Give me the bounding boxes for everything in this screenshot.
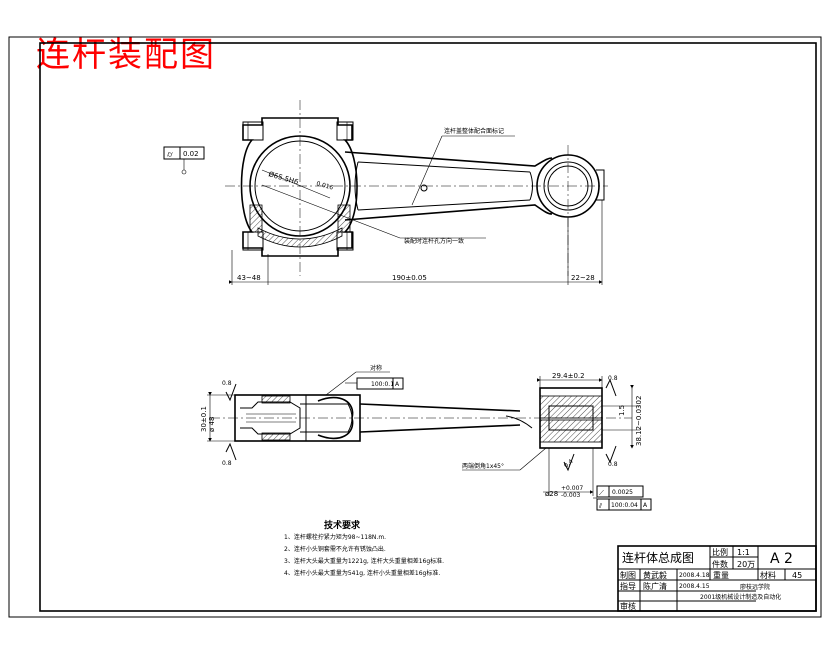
requirement-item-2: 2、连杆小头铜套需不允许有锈蚀凸出.: [284, 545, 386, 553]
tb-drawing-name: 连杆体总成图: [622, 550, 694, 565]
rough-left-bottom: 0.8: [222, 460, 232, 467]
tol-parallel-value: 0.0025: [612, 489, 633, 496]
tol-parallel2-ref: A: [643, 502, 648, 509]
dim-small-bore: ø28: [545, 490, 558, 498]
outer-frame: [8, 36, 822, 618]
side-note-top: 对称: [370, 364, 382, 372]
tol-parallel2-value: 100:0.04: [611, 502, 638, 509]
tb-weight-label: 重量: [713, 570, 729, 580]
tb-sheet: A 2: [770, 551, 793, 567]
dim-right-h2: 38.12~0.0302: [635, 396, 643, 446]
tb-drawn-name: 黄武毅: [643, 570, 667, 580]
rough-left-top: 0.8: [222, 380, 232, 387]
requirement-item-1: 1、连杆螺栓拧紧力矩为98~118N.m.: [284, 533, 386, 541]
bore-diameter-dim: Ø65.5H6: [267, 170, 299, 186]
dim-right-top: 22~28: [571, 274, 595, 282]
tb-approve-label: 审核: [620, 601, 636, 611]
inner-frame: [39, 42, 817, 612]
dim-left-top: 43~48: [237, 274, 261, 282]
tb-project: 2001级机械设计制造及自动化: [700, 593, 781, 601]
requirements-title: 技术要求: [324, 519, 361, 531]
bore-diameter-tol: 0.016: [315, 180, 334, 192]
dim-small-bore-tol-up: +0.007: [561, 485, 583, 492]
geo-tol-symbol: ⌭: [167, 150, 173, 159]
dim-left-height2: ø 48: [208, 417, 216, 432]
tb-scale-label: 比例: [712, 547, 728, 557]
top-note-bolt: 装配时连杆孔方向一致: [404, 237, 464, 245]
datum-box-value: 100:0.1: [371, 381, 394, 388]
svg-text:⟋: ⟋: [599, 489, 604, 497]
dim-right-h1: 1.5: [618, 405, 626, 416]
tb-check-date: 2008.4.15: [679, 583, 710, 590]
rough-right-top: 0.8: [608, 375, 618, 382]
tb-check-name: 陈广清: [643, 581, 667, 591]
requirement-item-4: 4、连杆小头最大重量为541g, 连杆小头重量相差16g标准.: [284, 569, 440, 577]
tb-check-label: 指导: [620, 581, 636, 591]
tb-qty-value: 20万: [737, 560, 755, 569]
requirement-item-3: 3、连杆大头最大重量为1221g, 连杆大头重量相差16g标准.: [284, 557, 444, 565]
side-note-chamfer: 两端倒角1x45°: [462, 462, 504, 470]
tb-material-label: 材料: [760, 570, 776, 580]
geo-tol-value: 0.02: [183, 150, 199, 158]
svg-text:⫽: ⫽: [598, 502, 603, 510]
datum-box-ref: A: [395, 381, 400, 388]
tb-drawn-label: 制图: [620, 570, 636, 580]
top-view: 连杆盖整体配合面标记 装配时连杆孔方向一致 Ø65.5H6 0.016 ⌭ 0.…: [163, 100, 608, 285]
tb-qty-label: 件数: [712, 559, 728, 569]
technical-requirements: 技术要求 1、连杆螺栓拧紧力矩为98~118N.m. 2、连杆小头铜套需不允许有…: [284, 519, 444, 577]
dim-small-bore-tol-dn: -0.003: [561, 492, 581, 499]
tb-school: 廖枝远学院: [740, 583, 770, 591]
dim-center-top: 190±0.05: [392, 274, 427, 282]
rough-right-bottom: 0.8: [608, 461, 618, 468]
tb-drawn-date: 2008.4.18: [679, 572, 710, 579]
dim-left-height: 30±0.1: [200, 406, 208, 432]
tb-material-value: 45: [792, 571, 802, 580]
side-view: 0.8 0.8 0.8 0.8 0.4 30±0.1 ø 48 对称 100:0…: [200, 364, 652, 511]
dim-pin-width: 29.4±0.2: [552, 372, 585, 380]
title-block: 连杆体总成图 比例 1:1 件数 20万 A 2 制图 黄武毅 2008.4.1…: [617, 545, 817, 612]
rough-pin: 0.4: [563, 458, 575, 470]
tb-scale-value: 1:1: [737, 548, 750, 557]
top-note-split: 连杆盖整体配合面标记: [444, 127, 504, 135]
